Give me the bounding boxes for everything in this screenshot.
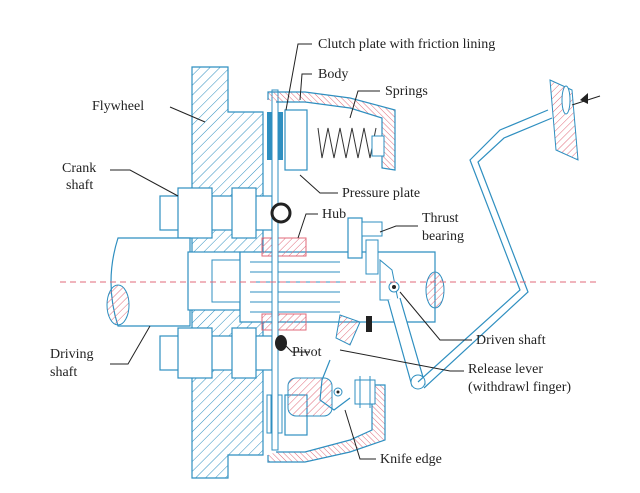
- thrust-bearing: [347, 217, 383, 275]
- crank-shaft-bolts: [159, 187, 273, 379]
- label-body: Body: [318, 67, 348, 82]
- release-lever: [319, 314, 376, 411]
- labels: Clutch plate with friction lining Body S…: [50, 37, 571, 467]
- pivot: [270, 202, 292, 351]
- label-crank-shaft-1: Crank: [62, 161, 96, 176]
- label-knife-edge: Knife edge: [380, 452, 442, 467]
- label-pivot: Pivot: [292, 345, 322, 360]
- label-driving-shaft-2: shaft: [50, 365, 77, 380]
- label-flywheel: Flywheel: [92, 99, 144, 114]
- label-crank-shaft-2: shaft: [66, 178, 93, 193]
- label-hub: Hub: [322, 207, 346, 222]
- leader-lines: [110, 43, 472, 460]
- label-release-lever-1: Release lever: [468, 362, 543, 377]
- clutch-plate: [266, 89, 283, 451]
- label-thrust-bearing-1: Thrust: [422, 211, 459, 226]
- label-pressure-plate: Pressure plate: [342, 186, 420, 201]
- label-springs: Springs: [385, 84, 428, 99]
- label-clutch-plate: Clutch plate with friction lining: [318, 37, 495, 52]
- springs: [317, 127, 385, 159]
- label-driving-shaft-1: Driving: [50, 347, 94, 362]
- label-release-lever-2: (withdrawl finger): [468, 380, 571, 395]
- label-driven-shaft: Driven shaft: [476, 333, 546, 348]
- label-thrust-bearing-2: bearing: [422, 229, 464, 244]
- driven-shaft: [239, 251, 445, 323]
